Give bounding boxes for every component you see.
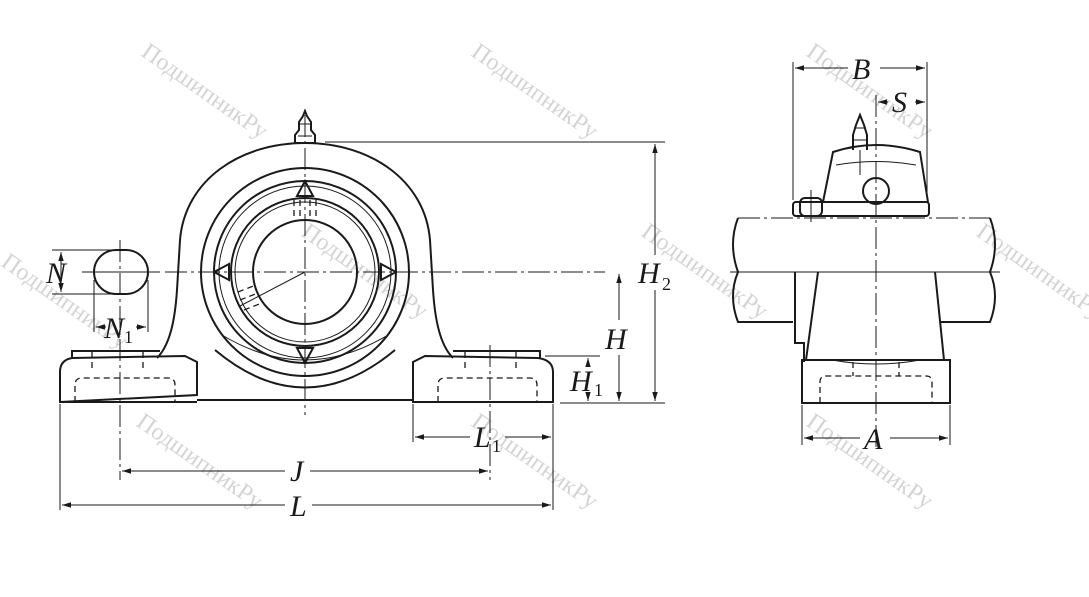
svg-text:S: S bbox=[892, 86, 907, 119]
set-screw-axis bbox=[239, 271, 306, 307]
right-bolt-hidden bbox=[464, 352, 517, 370]
dimension-H: H bbox=[604, 274, 629, 401]
watermark: ПодшипникРу bbox=[132, 409, 268, 515]
notch-left bbox=[211, 262, 230, 282]
watermark: ПодшипникРу bbox=[467, 39, 603, 145]
svg-text:N: N bbox=[103, 312, 126, 345]
side-pedestal bbox=[794, 271, 945, 362]
watermark: ПодшипникРу bbox=[137, 39, 273, 145]
side-base bbox=[801, 359, 951, 404]
locking-collar-icon bbox=[799, 190, 823, 222]
svg-text:L: L bbox=[289, 490, 307, 523]
outer-ring-inner bbox=[218, 185, 392, 359]
shaft bbox=[730, 217, 1000, 323]
svg-text:H: H bbox=[637, 257, 662, 290]
dimension-L: L bbox=[59, 404, 551, 523]
side-base-hidden-slot bbox=[819, 375, 933, 403]
notch-right bbox=[380, 262, 399, 282]
side-bearing-housing bbox=[822, 144, 929, 203]
side-collar bbox=[792, 201, 930, 217]
dimension-H1: H 1 bbox=[545, 355, 603, 401]
svg-text:J: J bbox=[290, 455, 305, 488]
set-screw-angled-hidden bbox=[237, 284, 263, 311]
side-view: B S A bbox=[730, 53, 1000, 456]
dimension-A: A bbox=[801, 405, 951, 456]
shaft-bore bbox=[252, 219, 358, 325]
dimension-N1: N 1 bbox=[93, 280, 149, 347]
left-foot-hidden-slot bbox=[74, 377, 176, 402]
svg-text:B: B bbox=[852, 53, 870, 86]
notch-bottom bbox=[295, 347, 315, 366]
dimension-B: B bbox=[792, 53, 928, 200]
svg-text:1: 1 bbox=[124, 327, 133, 347]
svg-text:H: H bbox=[604, 323, 629, 356]
front-view: N N 1 H 2 H bbox=[45, 108, 671, 523]
lower-arc bbox=[214, 349, 396, 389]
base-right-foot bbox=[412, 354, 554, 403]
dimension-N: N bbox=[45, 249, 118, 295]
dimension-H2: H 2 bbox=[325, 141, 671, 404]
svg-text:A: A bbox=[862, 423, 883, 456]
right-pad bbox=[453, 350, 541, 358]
side-base-top-curve bbox=[831, 359, 921, 365]
base-left-foot bbox=[59, 354, 198, 404]
dimension-J: J bbox=[122, 455, 488, 488]
lower-arc-inner bbox=[221, 334, 389, 361]
svg-text:1: 1 bbox=[594, 380, 603, 400]
notch-top bbox=[295, 178, 315, 197]
svg-text:L: L bbox=[473, 421, 491, 454]
svg-text:1: 1 bbox=[492, 436, 501, 456]
dimension-S: S bbox=[878, 86, 925, 119]
grease-nipple-icon bbox=[294, 108, 316, 144]
svg-text:H: H bbox=[569, 365, 594, 398]
housing-bore bbox=[200, 167, 410, 377]
dimension-L1: L 1 bbox=[412, 404, 554, 510]
left-bolt-hidden bbox=[91, 352, 144, 370]
side-housing-inner bbox=[835, 161, 917, 166]
svg-text:2: 2 bbox=[662, 274, 671, 294]
svg-text:N: N bbox=[45, 257, 68, 290]
inner-ring-inner bbox=[234, 201, 376, 343]
left-pad bbox=[71, 350, 160, 358]
right-foot-hidden-slot bbox=[437, 377, 538, 402]
inner-ring bbox=[230, 197, 380, 347]
side-ball bbox=[862, 177, 890, 205]
side-grease-nipple-icon bbox=[852, 112, 868, 175]
watermarks: ПодшипникРу ПодшипникРу ПодшипникРу Подш… bbox=[0, 39, 1089, 515]
side-bolt-hidden bbox=[852, 362, 900, 376]
